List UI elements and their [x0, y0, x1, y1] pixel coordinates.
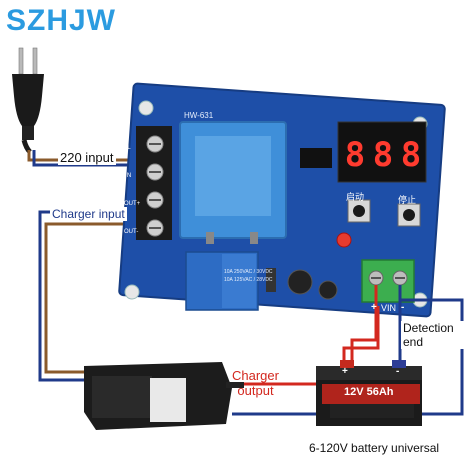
battery-plus: +	[342, 366, 348, 377]
terminal-label-n: N	[126, 173, 132, 179]
detection-end-label: Detection end	[401, 321, 474, 349]
battery-universal-label: 6-120V battery universal	[309, 441, 440, 455]
charger-input-label: Charger input	[50, 207, 127, 221]
battery-rating: 12V 56Ah	[344, 386, 394, 398]
seven-segment-digits: 8 8 8	[341, 136, 425, 174]
stop-button[interactable]	[397, 203, 421, 227]
start-button-label: 启动	[346, 192, 365, 202]
charger-output-label: Charger output	[232, 368, 279, 398]
battery	[316, 360, 422, 426]
ic-chip	[300, 148, 332, 168]
capacitors	[266, 268, 338, 300]
board-model: HW-631	[184, 111, 214, 120]
seven-segment-display	[337, 121, 427, 183]
start-button[interactable]	[347, 199, 371, 223]
ac-input-label: 220 input	[58, 150, 116, 165]
vin-minus: -	[401, 302, 405, 313]
charger-adapter	[84, 362, 244, 430]
relay	[185, 251, 259, 311]
brand-title: SZHJW	[6, 4, 116, 37]
terminal-labels: L N OUT+ OUT-	[124, 134, 141, 246]
led-indicator	[336, 232, 352, 248]
input-terminal-block	[136, 126, 172, 240]
vin-terminal-block	[361, 259, 415, 303]
terminal-label-out-minus: OUT-	[124, 229, 139, 235]
digit-2: 8	[372, 135, 394, 175]
terminal-label-out-plus: OUT+	[124, 201, 141, 207]
vin-label: VIN	[381, 303, 397, 313]
battery-minus: -	[396, 366, 400, 377]
power-plug-icon	[12, 47, 44, 154]
vin-plus: +	[371, 302, 377, 313]
digit-3: 8	[400, 135, 422, 175]
transformer	[179, 121, 287, 244]
terminal-label-l: L	[127, 145, 131, 151]
digit-1: 8	[344, 135, 366, 175]
relay-rating: 10A 250VAC / 30VDC 10A 125VAC / 28VDC	[224, 269, 273, 283]
stop-button-label: 停止	[398, 195, 417, 205]
